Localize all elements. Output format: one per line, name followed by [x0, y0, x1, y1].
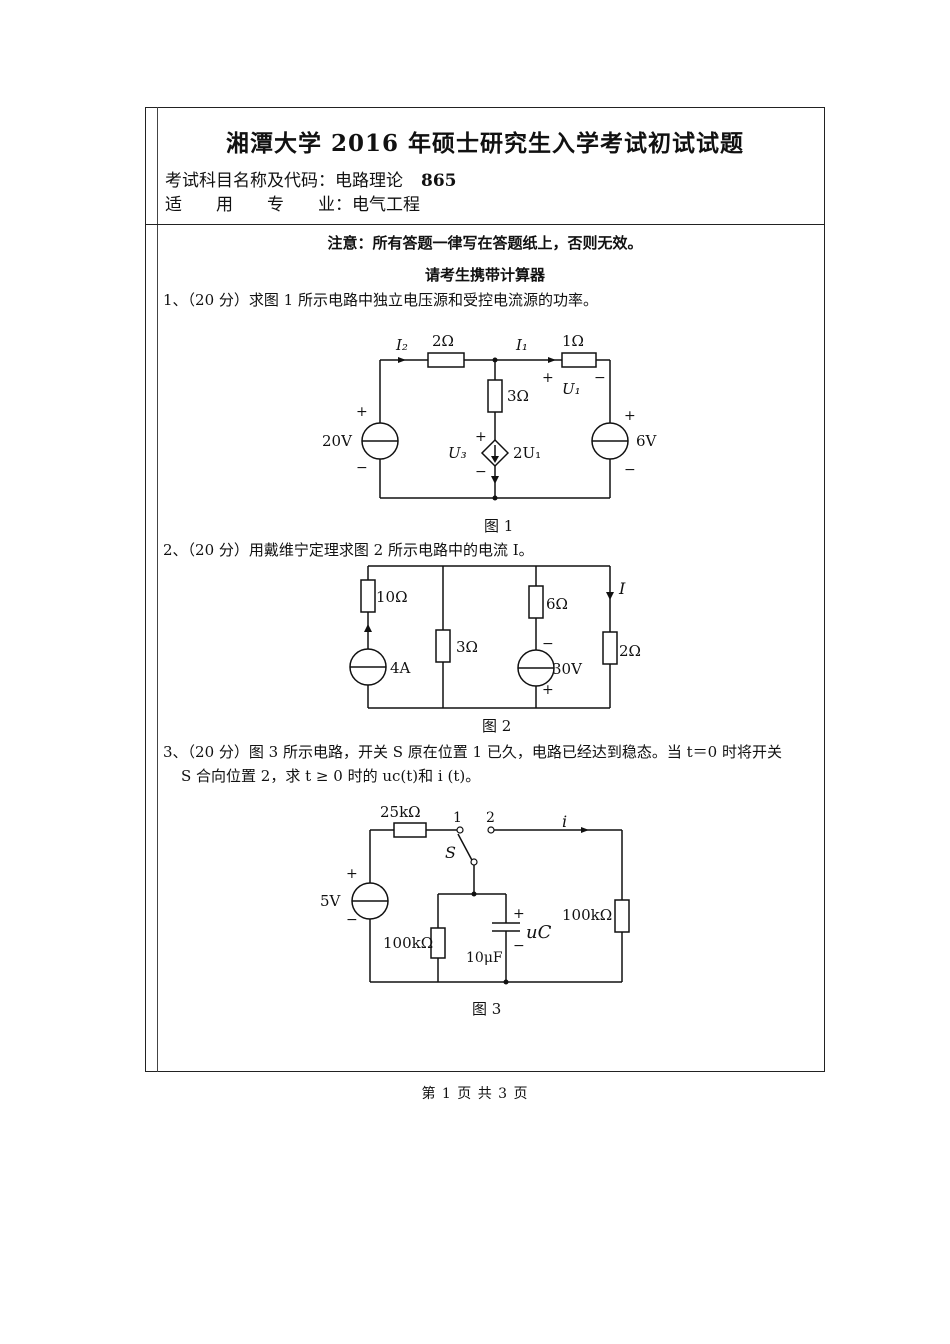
label-uc-minus: −	[513, 938, 525, 954]
label-current-i: i	[562, 812, 567, 831]
label-r-10ohm: 10Ω	[376, 588, 408, 606]
switch-contact-1	[456, 826, 464, 834]
header-divider	[145, 224, 825, 225]
figure-3-caption: 图 3	[472, 1000, 502, 1018]
question-3-line-2: S 合向位置 2，求 t ≥ 0 时的 uc(t)和 i (t)。	[181, 767, 481, 785]
question-1: 1、（20 分）求图 1 所示电路中独立电压源和受控电流源的功率。	[163, 291, 598, 309]
label-r-3ohm: 3Ω	[456, 638, 478, 656]
margin-line	[157, 107, 158, 1072]
page-footer: 第 1 页 共 3 页	[421, 1086, 529, 1102]
subject-code: 865	[421, 171, 457, 191]
exam-title: 湘潭大学 2016 年硕士研究生入学考试初试试题	[225, 130, 745, 157]
label-5v: 5V	[320, 892, 342, 910]
label-4a: 4A	[390, 659, 411, 677]
label-r-100kohm-right: 100kΩ	[562, 906, 612, 924]
resistor-100kohm-right	[614, 899, 630, 933]
resistor-6ohm	[528, 585, 544, 619]
label-capacitor: 10μF	[466, 950, 503, 966]
calculator-notice: 请考生携带计算器	[424, 266, 545, 284]
label-u3-plus: +	[475, 429, 487, 445]
label-u1: U₁	[562, 380, 581, 398]
label-uc: uC	[526, 922, 552, 943]
label-r-3ohm: 3Ω	[507, 387, 529, 405]
label-30v-plus: +	[542, 682, 554, 698]
label-position-2: 2	[486, 810, 495, 826]
label-5v-plus: +	[346, 866, 358, 882]
label-5v-minus: −	[346, 912, 358, 928]
label-r-1ohm: 1Ω	[562, 332, 584, 350]
resistor-25kohm	[393, 822, 427, 838]
label-r-25kohm: 25kΩ	[380, 803, 421, 821]
question-2: 2、（20 分）用戴维宁定理求图 2 所示电路中的电流 I。	[163, 541, 534, 559]
resistor-10ohm	[360, 579, 376, 613]
label-r-2ohm: 2Ω	[619, 642, 641, 660]
subject-label: 考试科目名称及代码：电路理论	[165, 171, 403, 191]
label-u1-plus: +	[542, 370, 554, 386]
label-30v: 30V	[552, 660, 583, 678]
switch-blade	[457, 833, 475, 865]
resistor-3ohm	[487, 379, 503, 413]
label-u3: U₃	[448, 444, 467, 462]
answer-notice: 注意：所有答题一律写在答题纸上，否则无效。	[327, 234, 643, 252]
resistor-3ohm	[435, 629, 451, 663]
label-30v-minus: −	[542, 636, 554, 652]
figure-3-circuit: 25kΩ 1 2 i S + 5V − 100kΩ 10μF + uC − 10…	[320, 803, 630, 985]
figure-2-circuit: 10Ω 4A 3Ω 6Ω − 30V + I 2Ω	[349, 565, 641, 709]
question-3-line-1: 3、（20 分）图 3 所示电路，开关 S 原在位置 1 已久，电路已经达到稳态…	[163, 743, 782, 761]
label-2u1: 2U₁	[513, 444, 541, 462]
label-r-100kohm-left: 100kΩ	[383, 934, 433, 952]
label-6v-minus: −	[624, 462, 636, 478]
label-6v: 6V	[636, 432, 658, 450]
label-20v-minus: −	[356, 460, 368, 476]
switch-pivot	[470, 858, 478, 866]
figure-1-caption: 图 1	[484, 517, 514, 535]
label-6v-plus: +	[624, 408, 636, 424]
label-r-2ohm: 2Ω	[432, 332, 454, 350]
figure-1-circuit: I₂ 2Ω I₁ 1Ω + − U₁ 3Ω + 20V − + U₃ − 2U₁…	[322, 332, 658, 501]
label-i1: I₁	[515, 336, 528, 354]
exam-frame	[145, 107, 825, 1072]
label-u3-minus: −	[475, 464, 487, 480]
switch-contact-2	[487, 826, 495, 834]
label-u1-minus: −	[594, 370, 606, 386]
resistor-2ohm	[602, 631, 618, 665]
label-i: I	[618, 579, 626, 598]
label-position-1: 1	[453, 810, 462, 826]
resistor-2ohm	[427, 352, 465, 368]
label-uc-plus: +	[513, 906, 525, 922]
label-switch-s: S	[445, 843, 456, 862]
label-20v: 20V	[322, 432, 353, 450]
resistor-1ohm	[561, 352, 597, 368]
label-20v-plus: +	[356, 404, 368, 420]
figure-2-caption: 图 2	[482, 717, 512, 735]
subject-line: 考试科目名称及代码：电路理论 865	[165, 166, 457, 191]
label-i2: I₂	[395, 336, 408, 354]
label-r-6ohm: 6Ω	[546, 595, 568, 613]
major-line: 适 用 专 业：电气工程	[165, 195, 420, 215]
